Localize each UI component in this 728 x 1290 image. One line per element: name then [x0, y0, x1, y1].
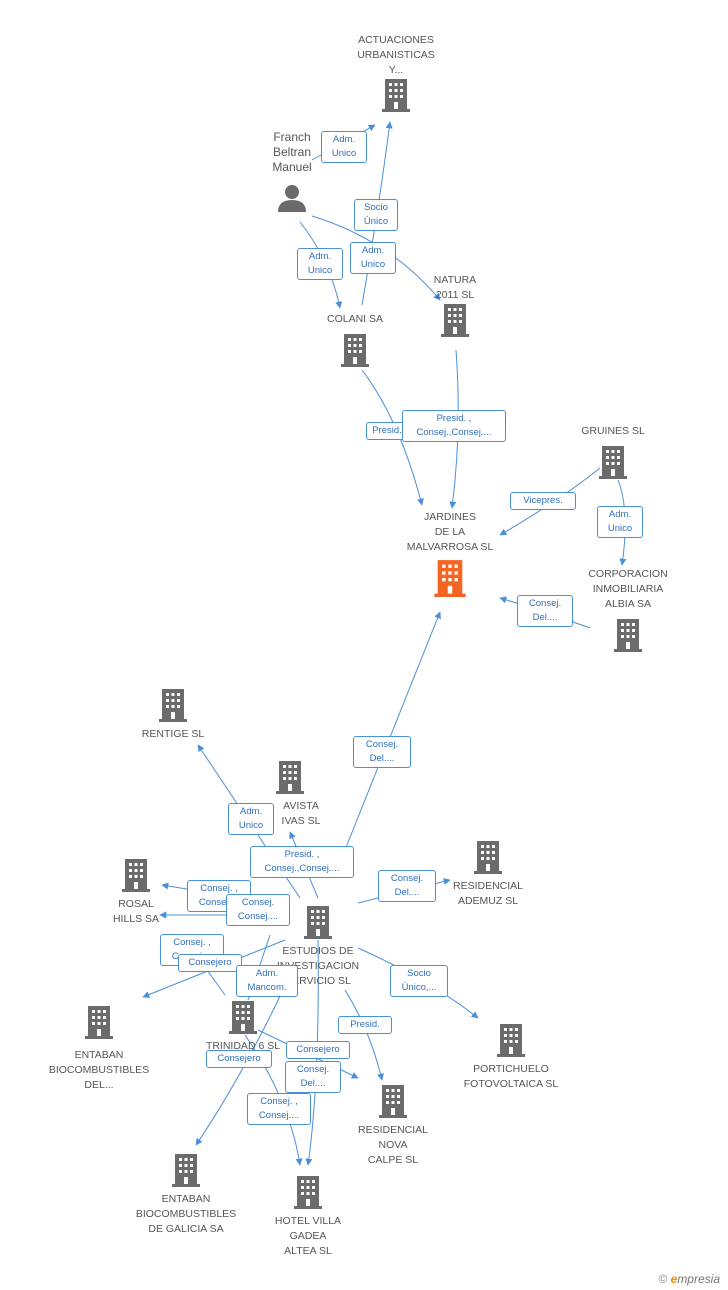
building-icon — [304, 906, 332, 939]
edge-estudios-galicia — [195, 989, 284, 1146]
person-icon — [278, 185, 306, 212]
building-icon — [614, 619, 642, 652]
building-icon — [441, 304, 469, 337]
building-icon — [341, 334, 369, 367]
copyright-symbol: © — [658, 1272, 668, 1286]
building-icon — [474, 841, 502, 874]
building-icon — [122, 859, 150, 892]
company-label: NATURA 2011 SL — [433, 274, 477, 301]
building-icon — [599, 446, 627, 479]
company-node-residencial-nova[interactable]: RESIDENCIAL NOVA CALPE SL — [348, 1084, 438, 1168]
building-icon — [159, 689, 187, 722]
building-icon — [497, 1024, 525, 1057]
company-node-trinidad[interactable]: TRINIDAD 6 SL — [198, 1000, 288, 1054]
building-icon — [294, 1176, 322, 1209]
company-node-entaban-del[interactable]: ENTABAN BIOCOMBUSTIBLES DEL... — [44, 1005, 154, 1093]
edge-label-adm-unico[interactable]: Adm. Unico — [597, 506, 643, 538]
company-label: AVISTA IVAS SL — [281, 800, 321, 827]
company-node-jardines-focus[interactable]: JARDINES DE LA MALVARROSA SL — [392, 510, 508, 602]
company-label: JARDINES DE LA MALVARROSA SL — [406, 511, 494, 553]
edge-label-adm-unico[interactable]: Adm. Unico — [350, 242, 396, 274]
company-node-actuaciones[interactable]: ACTUACIONES URBANISTICAS Y... — [346, 33, 446, 117]
empresia-watermark: © empresia — [658, 1272, 720, 1286]
edge-label-presid[interactable]: Presid. — [338, 1016, 392, 1034]
edge-label-consej-del[interactable]: Consej. Del.... — [517, 595, 573, 627]
edge-label-vicepres[interactable]: Vicepres. — [510, 492, 576, 510]
edge-label-adm-mancom[interactable]: Adm. Mancom. — [236, 965, 298, 997]
edge-label-socio-unico[interactable]: Socio Único — [354, 199, 398, 231]
company-label: RESIDENCIAL ADEMUZ SL — [452, 880, 524, 907]
company-node-natura[interactable]: NATURA 2011 SL — [415, 273, 495, 342]
company-label: COLANI SA — [326, 313, 384, 325]
company-node-portichuelo[interactable]: PORTICHUELO FOTOVOLTAICA SL — [456, 1023, 566, 1092]
company-node-colanisa[interactable]: COLANI SA — [315, 312, 395, 372]
edge-label-adm-unico[interactable]: Adm. Unico — [228, 803, 274, 835]
company-label: RENTIGE SL — [141, 728, 205, 740]
edge-label-presid-consej[interactable]: Presid. , Consej.,Consej.... — [250, 846, 354, 878]
company-node-rentige[interactable]: RENTIGE SL — [133, 688, 213, 742]
company-node-hotel[interactable]: HOTEL VILLA GADEA ALTEA SL — [263, 1175, 353, 1259]
edge-label-presid[interactable]: Presid. — [366, 422, 408, 440]
person-node-franch[interactable]: Franch Beltran Manuel — [262, 130, 322, 218]
edge-label-socio-unico[interactable]: Socio Único,... — [390, 965, 448, 997]
company-label: PORTICHUELO FOTOVOLTAICA SL — [463, 1063, 559, 1090]
company-label: ACTUACIONES URBANISTICAS Y... — [357, 34, 435, 76]
company-node-entaban-galicia[interactable]: ENTABAN BIOCOMBUSTIBLES DE GALICIA SA — [130, 1153, 242, 1237]
building-icon — [172, 1154, 200, 1187]
company-label: GRUINES SL — [581, 425, 645, 437]
person-label: Franch Beltran Manuel — [272, 130, 312, 174]
edge-label-consej-del[interactable]: Consej. Del.... — [353, 736, 411, 768]
company-node-gruines[interactable]: GRUINES SL — [573, 424, 653, 484]
company-label: CORPORACION INMOBILIARIA ALBIA SA — [588, 568, 668, 610]
building-icon — [382, 79, 410, 112]
building-icon — [85, 1006, 113, 1039]
company-label: ENTABAN BIOCOMBUSTIBLES DE GALICIA SA — [135, 1193, 237, 1235]
edge-label-presid-consej[interactable]: Presid. , Consej.,Consej.... — [402, 410, 506, 442]
edge-label-consejero[interactable]: Consejero — [286, 1041, 350, 1059]
building-icon — [276, 761, 304, 794]
company-label: ROSAL HILLS SA — [112, 898, 160, 925]
edge-label-consej-del[interactable]: Consej. Del.... — [378, 870, 436, 902]
company-node-avista[interactable]: AVISTA IVAS SL — [250, 760, 330, 829]
building-icon — [229, 1001, 257, 1034]
company-node-residencial-ademuz[interactable]: RESIDENCIAL ADEMUZ SL — [442, 840, 534, 909]
edge-estudios-jardines — [344, 611, 441, 851]
building-icon — [379, 1085, 407, 1118]
edge-label-consej[interactable]: Consej. Consej.... — [226, 894, 290, 926]
company-node-rosal[interactable]: ROSAL HILLS SA — [96, 858, 176, 927]
company-label: TRINIDAD 6 SL — [205, 1040, 281, 1052]
edge-estudios-nova — [344, 989, 384, 1081]
company-label: HOTEL VILLA GADEA ALTEA SL — [274, 1215, 342, 1257]
edge-label-consejero[interactable]: Consejero — [206, 1050, 272, 1068]
edge-label-consejero[interactable]: Consejero — [178, 954, 242, 972]
building-icon-focus — [434, 560, 466, 597]
edge-label-adm-unico[interactable]: Adm. Unico — [297, 248, 343, 280]
company-label: RESIDENCIAL NOVA CALPE SL — [357, 1124, 429, 1166]
company-label: ENTABAN BIOCOMBUSTIBLES DEL... — [48, 1049, 150, 1091]
company-node-corporacion[interactable]: CORPORACION INMOBILIARIA ALBIA SA — [580, 567, 676, 657]
brand-e: e — [670, 1272, 678, 1286]
edge-label-adm-unico[interactable]: Adm. Unico — [321, 131, 367, 163]
edge-label-consej-del[interactable]: Consej. Del.... — [285, 1061, 341, 1093]
brand-name: mpresia — [677, 1272, 720, 1286]
edge-label-consej[interactable]: Consej. , Consej.... — [247, 1093, 311, 1125]
